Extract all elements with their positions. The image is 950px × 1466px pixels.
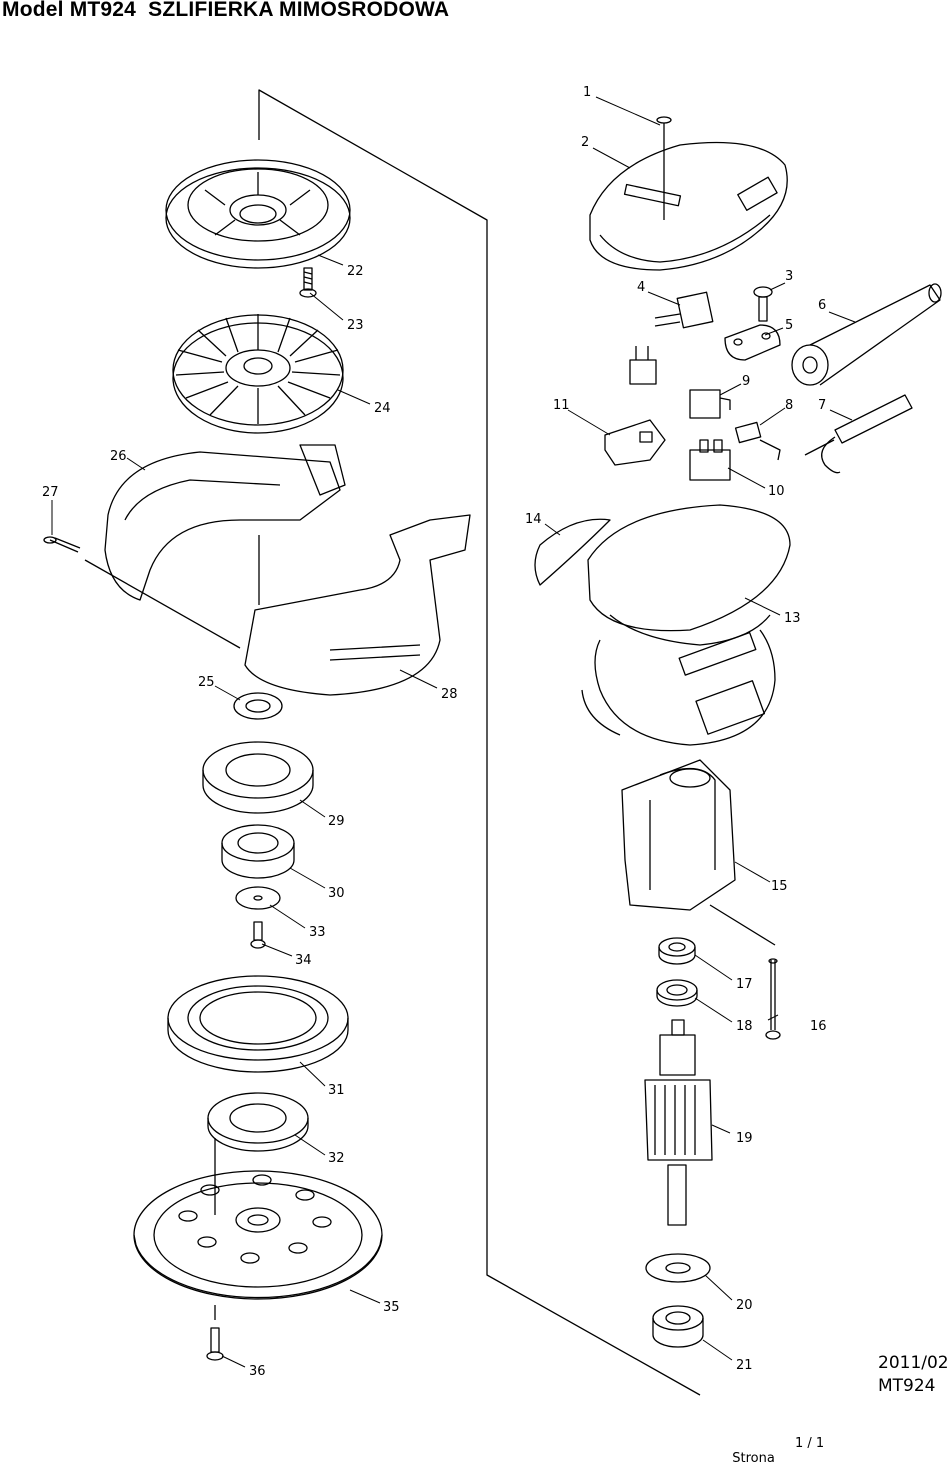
part-1-screw [656,116,672,220]
part-23-screw [299,267,317,298]
part-30-bearing [221,824,295,879]
part-29-retainer [202,741,314,814]
label-part-15: 15 [771,879,788,894]
part-26-housing-half [104,444,346,601]
label-part-30: 30 [328,886,345,901]
part-25-washer [233,692,283,720]
part-18-rubber-ring [656,979,698,1007]
part-36-screw [206,1327,224,1361]
label-part-16: 16 [810,1019,827,1034]
label-part-31: 31 [328,1083,345,1098]
label-part-11: 11 [553,398,570,413]
part-21-bearing [652,1305,704,1348]
part-13-motor-housing [581,504,791,746]
page-label: Strona [732,1451,775,1466]
part-31-ring [167,975,349,1073]
page-title: Model MT924 SZLIFIERKA MIMOŚRODOWA [2,0,450,21]
label-part-5: 5 [785,318,793,333]
part-number-labels: 1 2 3 4 5 6 7 8 9 10 11 13 14 15 16 17 1… [42,85,827,1379]
label-part-19: 19 [736,1131,753,1146]
part-22-fan-guide [165,159,351,269]
part-14-label [534,518,611,586]
part-15-field [621,759,736,911]
label-part-1: 1 [583,85,591,100]
label-part-26: 26 [110,449,127,464]
label-part-9: 9 [742,374,750,389]
part-7-cord [804,394,913,474]
label-part-8: 8 [785,398,793,413]
part-11-switch [604,419,666,466]
part-35-sanding-pad [133,1170,383,1300]
part-20-baffle [645,1253,711,1283]
label-part-24: 24 [374,401,391,416]
assembly-frame [214,89,776,1396]
label-part-6: 6 [818,298,826,313]
label-part-10: 10 [768,484,785,499]
label-part-7: 7 [818,398,826,413]
part-3-screw [753,286,773,322]
label-part-14: 14 [525,512,542,527]
footer-model: MT924 [878,1376,936,1396]
footer-date: 2011/02 [878,1353,949,1373]
page-number: 1 / 1 [795,1436,825,1451]
part-19-armature [644,1019,713,1226]
label-part-13: 13 [784,611,801,626]
label-part-33: 33 [309,925,326,940]
label-part-17: 17 [736,977,753,992]
part-2-top-cover [589,141,788,271]
label-part-21: 21 [736,1358,753,1373]
label-part-25: 25 [198,675,215,690]
part-10-connector [689,439,731,481]
label-part-4: 4 [637,280,645,295]
part-9-terminal [689,389,731,419]
part-6-cord-guard [791,283,942,386]
leader-lines [51,96,856,1368]
part-32-plate [207,1092,309,1152]
page-indicator: Strona [724,1436,775,1466]
label-part-18: 18 [736,1019,753,1034]
part-34-screw [250,921,266,949]
part-27-screw [43,536,241,649]
label-part-32: 32 [328,1151,345,1166]
part-5-clamp [724,324,781,361]
part-4-capacitor [654,291,714,329]
label-part-2: 2 [581,135,589,150]
label-part-36: 36 [249,1364,266,1379]
part-8-terminal [734,421,781,461]
part-16-screw [765,958,781,1040]
part-17-bearing [658,937,696,965]
label-part-28: 28 [441,687,458,702]
label-part-35: 35 [383,1300,400,1315]
label-part-22: 22 [347,264,364,279]
label-part-23: 23 [347,318,364,333]
part-24-fan [172,314,344,434]
label-part-29: 29 [328,814,345,829]
part-28-housing-half [244,514,471,696]
part-12-clip [629,346,657,385]
label-part-34: 34 [295,953,312,968]
label-part-27: 27 [42,485,59,500]
label-part-3: 3 [785,269,793,284]
part-33-washer [235,886,281,910]
label-part-20: 20 [736,1298,753,1313]
